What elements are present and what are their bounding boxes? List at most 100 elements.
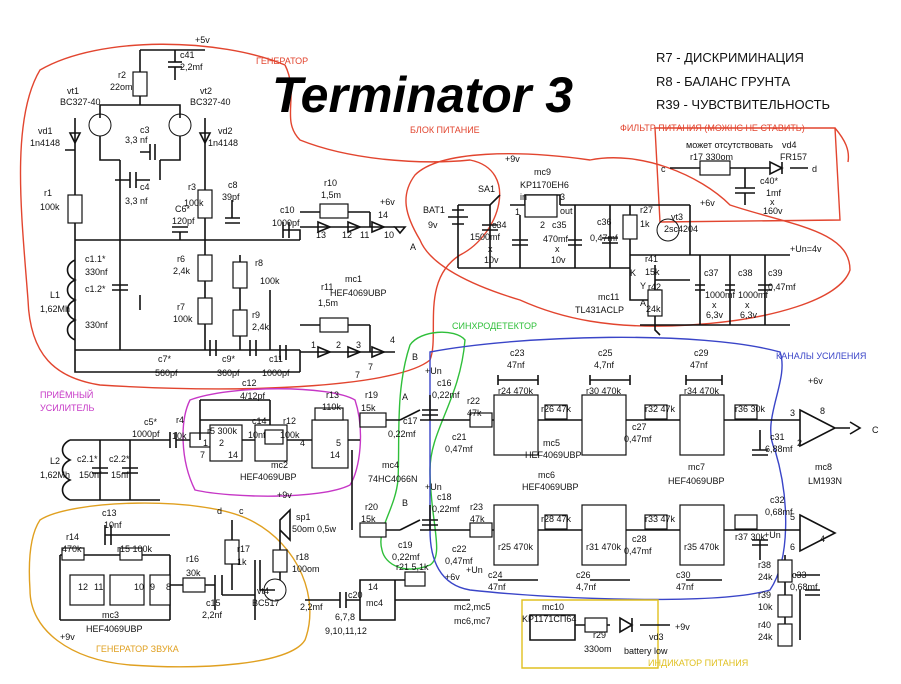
label-l254: 9,10,11,12 (325, 626, 367, 636)
label-l2: r2 (118, 70, 126, 80)
label-l242: vt4 (257, 586, 269, 596)
label-l8: vt2 (200, 86, 212, 96)
label-l71: in (520, 192, 527, 202)
label-l257: mc10 (542, 602, 564, 612)
sync-wiring (351, 395, 450, 538)
label-l202: 4 (820, 534, 825, 544)
label-l111: x (745, 300, 750, 310)
rx-outline (182, 388, 362, 497)
label-l224: 1k (237, 557, 247, 567)
label-l102: A (640, 298, 646, 308)
label-l195: r23 (470, 502, 483, 512)
label-l138: c12 (242, 378, 257, 388)
label-l267: 24k (758, 632, 773, 642)
label-l46: 1,62Mh (40, 304, 70, 314)
label-l278: 10 (134, 582, 144, 592)
label-l114: vd4 (782, 140, 797, 150)
rx-wiring (61, 399, 360, 501)
label-l220: 0,47mf (624, 546, 652, 556)
label-l124: c16 (437, 378, 452, 388)
label-l28: c10 (280, 205, 295, 215)
label-l93: +Un=4v (790, 244, 822, 254)
label-l244: c15 (206, 598, 221, 608)
label-l150: C (872, 425, 879, 435)
component-labels: +5vr222omc412,2mfvt1BC327-40vt2BC327-40v… (30, 35, 879, 656)
label-l84: x (555, 244, 560, 254)
label-l215: c22 (452, 544, 467, 554)
label-l52: 2,4k (252, 322, 270, 332)
aux-wiring (305, 571, 670, 641)
label-l212: r15 100k (117, 544, 153, 554)
label-l80: x (488, 244, 493, 254)
label-l86: c36 (597, 217, 612, 227)
label-l88: r27 (640, 205, 653, 215)
label-l187: +Un (425, 482, 442, 492)
label-l90: vt3 (671, 212, 683, 222)
label-l181: mc6 (538, 470, 555, 480)
label-l176: mc2 (271, 460, 288, 470)
label-l239: mc3 (102, 610, 119, 620)
label-l190: c32 (770, 495, 785, 505)
label-l158: r12 (283, 416, 296, 426)
label-l247: +6v (445, 572, 460, 582)
label-l245: 2,2nf (202, 610, 223, 620)
label-l183: mc7 (688, 462, 705, 472)
label-l153: r4 (176, 415, 184, 425)
label-l42: 100k (260, 276, 280, 286)
label-l186: LM193N (808, 476, 842, 486)
label-l142: r19 (365, 390, 378, 400)
label-l172: c2.1* (77, 454, 98, 464)
label-l262: +9v (675, 622, 690, 632)
label-l61: 560pf (155, 368, 178, 378)
label-l63: 360pf (217, 368, 240, 378)
label-l222: +Un (764, 530, 781, 540)
label-l250: mc4 (366, 598, 383, 608)
label-l9: BC327-40 (190, 97, 231, 107)
label-l33: 12 (342, 230, 352, 240)
label-l100: K (630, 268, 636, 278)
label-l59: B (412, 352, 418, 362)
label-l213: c19 (398, 540, 413, 550)
label-l75: 3 (560, 192, 565, 202)
label-l121: x (770, 197, 775, 207)
label-l243: BC517 (252, 598, 280, 608)
label-l81: 10v (484, 255, 499, 265)
label-l144: A (402, 392, 408, 402)
legend-r39: R39 - ЧУВСТВИТЕЛЬНОСТЬ (656, 97, 831, 112)
label-l276: 12 (78, 582, 88, 592)
label-l277: 11 (94, 582, 103, 592)
label-l170: L2 (50, 456, 60, 466)
label-l263: battery low (624, 646, 668, 656)
filter-outline (654, 127, 850, 223)
label-l206: c (239, 506, 244, 516)
label-l233: r38 (758, 560, 771, 570)
label-l166: 0,47mf (624, 434, 652, 444)
label-l208: sp1 (296, 512, 311, 522)
label-l232: 47nf (676, 582, 694, 592)
label-l174: c2.2* (109, 454, 130, 464)
legend-r7: R7 - ДИСКРИМИНАЦИЯ (656, 50, 804, 65)
label-l137: r34 470k (684, 386, 720, 396)
label-l177: HEF4069UBP (240, 472, 297, 482)
label-l131: 47nf (690, 360, 708, 370)
label-l148: 3 (790, 408, 795, 418)
label-l60: c7* (158, 354, 172, 364)
label-l237: r16 (186, 554, 199, 564)
label-l178: mc4 (382, 460, 399, 470)
label-l22: c8 (228, 180, 238, 190)
label-l256: mc6,mc7 (454, 616, 491, 626)
label-l165: c27 (632, 422, 647, 432)
label-l271: 7 (200, 450, 205, 460)
generator-outline (19, 43, 501, 390)
label-l161: 0,22mf (388, 429, 416, 439)
label-l18: r1 (44, 188, 52, 198)
label-l210: r14 (66, 532, 79, 542)
label-l265: 10k (758, 602, 773, 612)
label-l62: c9* (222, 354, 236, 364)
label-l209: 50om 0,5w (292, 524, 337, 534)
label-l125: 0,22mf (432, 390, 460, 400)
label-l10: vd1 (38, 126, 53, 136)
label-l198: r33 47k (645, 514, 676, 524)
label-l216: 0,47mf (445, 556, 473, 566)
label-l275: 4 (300, 438, 305, 448)
